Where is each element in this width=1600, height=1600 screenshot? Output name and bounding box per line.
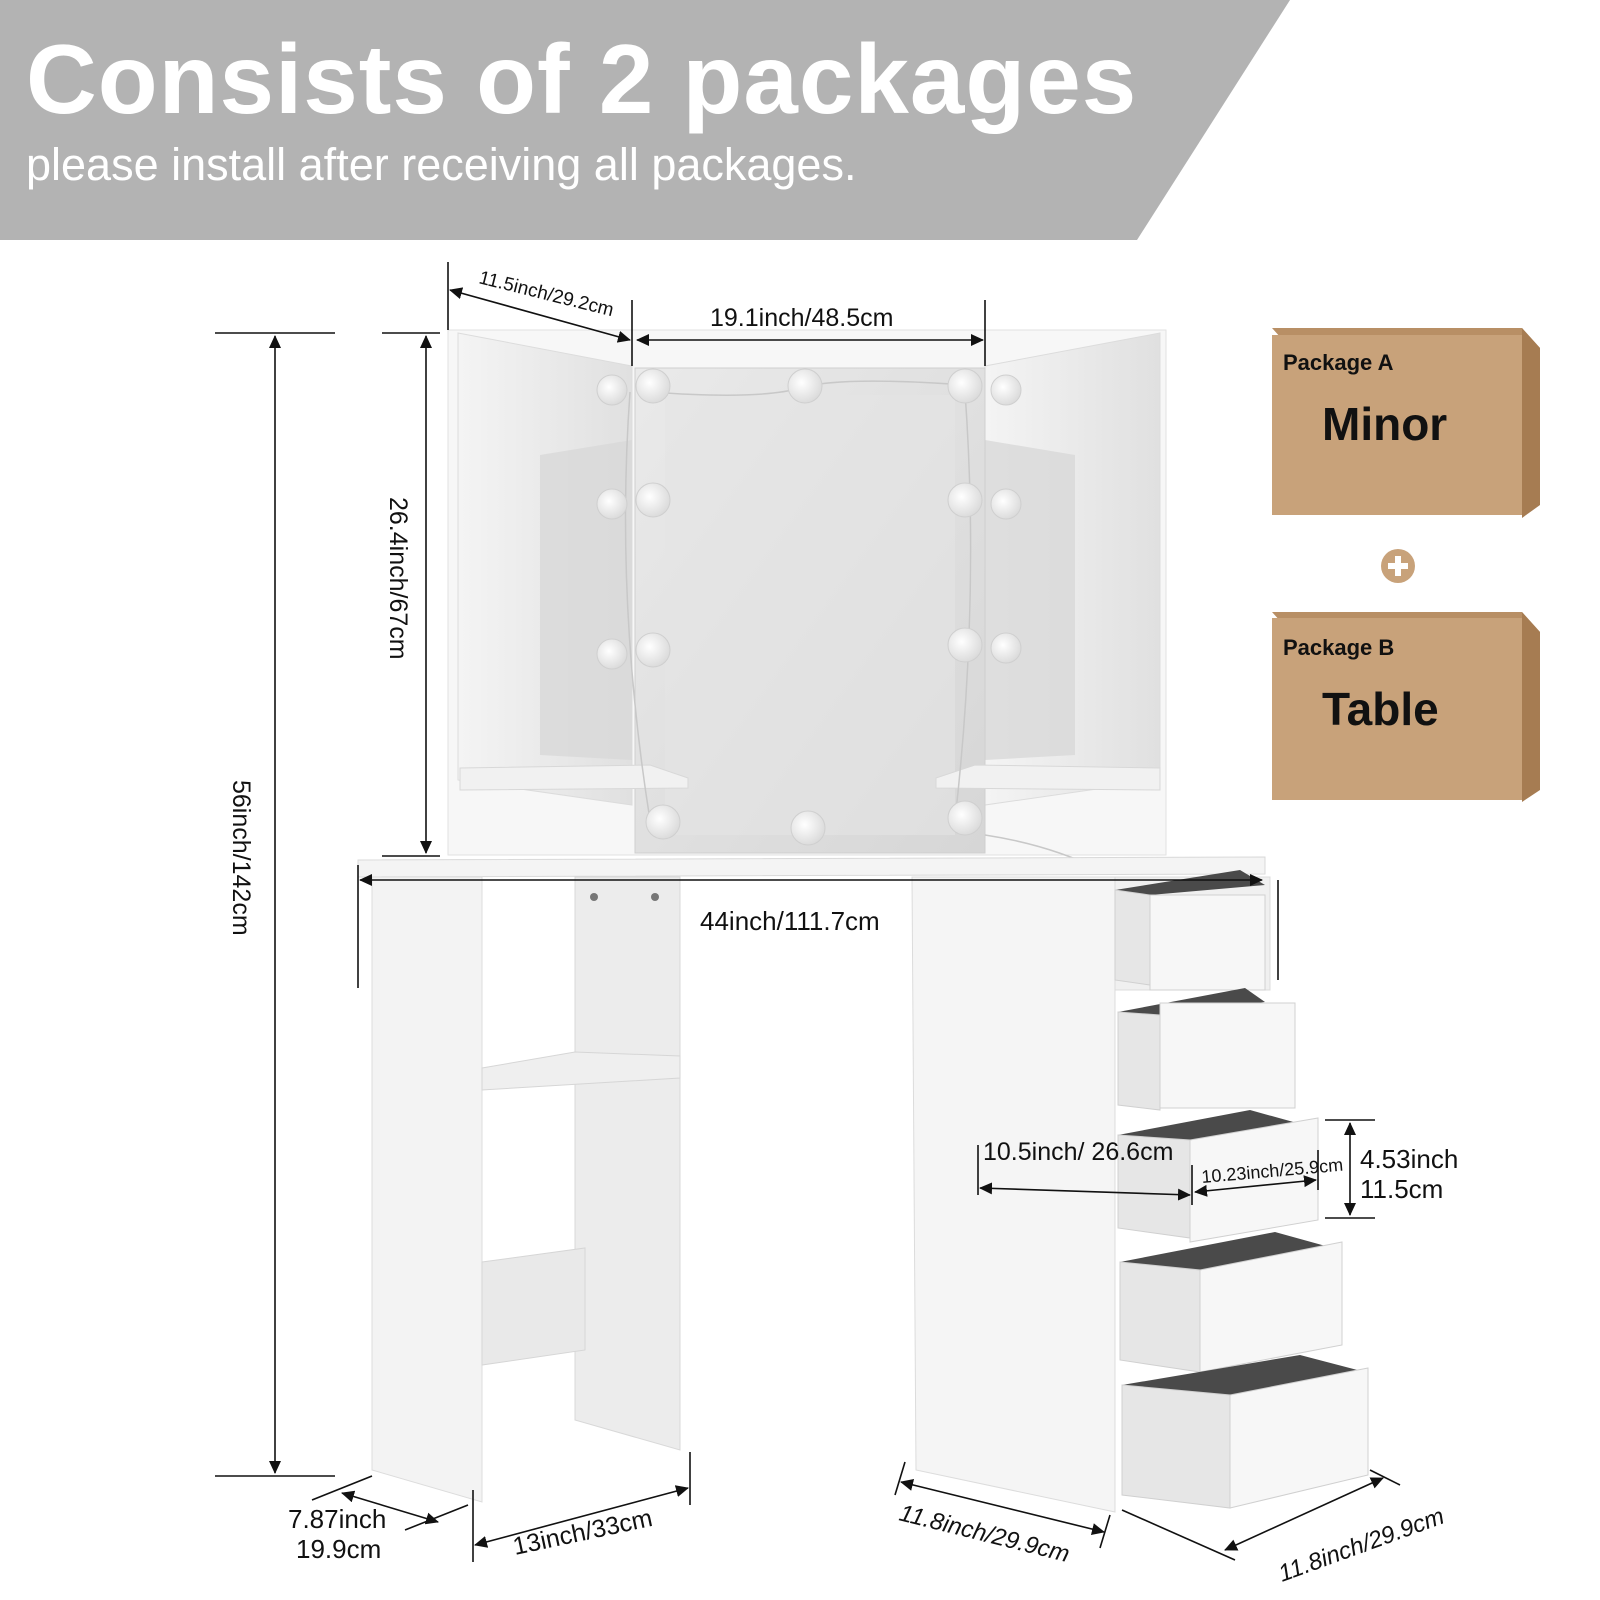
right-mirror-shelf	[935, 764, 1161, 791]
leg-width-cm-label: 19.9cm	[296, 1534, 381, 1564]
left-mirror-shelf	[459, 764, 689, 791]
package-a-label: Package A	[1283, 350, 1394, 375]
left-front-leg	[371, 876, 483, 1503]
drawer	[1119, 1232, 1343, 1373]
drawer-depth-label: 10.5inch/ 26.6cm	[983, 1138, 1173, 1166]
drawer-cabinet	[911, 876, 1116, 1513]
package-b-label: Package B	[1283, 635, 1394, 660]
package-a-name: Minor	[1322, 398, 1447, 450]
package-b-name: Table	[1322, 683, 1439, 735]
leg-shelf	[481, 1051, 681, 1091]
page-subtitle: please install after receiving all packa…	[26, 139, 857, 190]
shelf-depth-label: 13inch/33cm	[510, 1504, 654, 1561]
banner-shape	[0, 0, 1290, 240]
table-width-label: 44inch/111.7cm	[700, 906, 880, 936]
center-mirror-width-label: 19.1inch/48.5cm	[710, 304, 893, 332]
mirror-assembly	[447, 329, 1167, 871]
plus-circle-icon	[1381, 549, 1415, 583]
mirror-height-label: 26.4inch/67cm	[384, 497, 412, 660]
page-title: Consists of 2 packages	[26, 24, 1138, 134]
package-a-box: Package A Minor	[1272, 328, 1540, 518]
light-bulbs	[596, 368, 1022, 846]
drawer-height-cm-label: 11.5cm	[1360, 1174, 1443, 1204]
header-banner: Consists of 2 packages please install af…	[0, 0, 1600, 240]
drawer-height-inch-label: 4.53inch	[1360, 1144, 1458, 1174]
table-top	[357, 856, 1266, 878]
drawer	[1117, 988, 1296, 1111]
leg-width-inch-label: 7.87inch	[288, 1504, 386, 1534]
cabinet-width-label: 11.8inch/29.9cm	[897, 1500, 1073, 1568]
drawer	[1121, 1355, 1369, 1509]
left-back-leg	[574, 876, 681, 1451]
total-height-label: 56inch/142cm	[227, 780, 255, 936]
drawers	[1114, 870, 1369, 1509]
dimension-lines	[215, 262, 1401, 1562]
package-b-box: Package B Table	[1272, 612, 1540, 802]
side-mirror-width-label: 11.5inch/29.2cm	[477, 267, 616, 321]
